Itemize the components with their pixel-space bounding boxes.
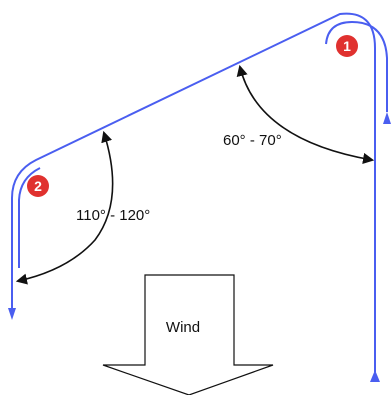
course-path-inner-loop <box>325 20 388 112</box>
angle-label-upwind: 60° - 70° <box>223 132 282 149</box>
course-path-outer <box>11 12 376 372</box>
marker-1: 1 <box>336 35 358 57</box>
angle-label-downwind: 110° - 120° <box>76 207 150 224</box>
angle-arc-downwind <box>15 130 114 285</box>
course-arrow-bottom-left <box>8 308 16 320</box>
angle-arc-upwind <box>236 64 375 164</box>
marker-1-label: 1 <box>343 38 351 54</box>
wind-arrow <box>102 274 274 395</box>
course-arrow-bottom-right <box>370 370 380 382</box>
marker-2: 2 <box>27 175 49 197</box>
marker-2-label: 2 <box>34 178 42 194</box>
wind-label: Wind <box>166 319 200 336</box>
course-arrow-inner <box>383 112 391 124</box>
